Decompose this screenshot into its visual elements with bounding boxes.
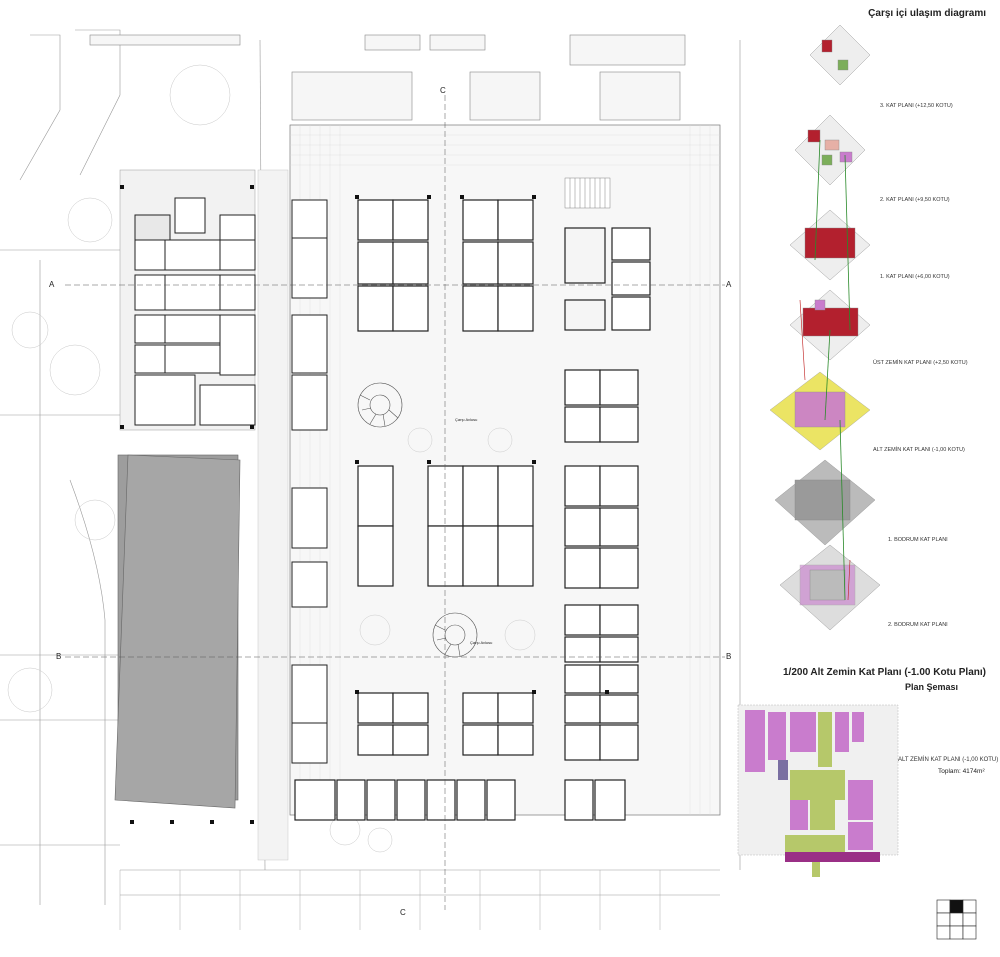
schema-caption: ALT ZEMİN KAT PLANI (-1,00 KOTU) bbox=[898, 757, 999, 763]
circulation-arrows bbox=[814, 139, 851, 601]
circulation-diagram-title: Çarşı içi ulaşım diagramı bbox=[868, 8, 986, 19]
section-marker-c-top: C bbox=[440, 86, 446, 95]
key-map bbox=[936, 899, 977, 940]
section-marker-c-bottom: C bbox=[400, 908, 406, 917]
schema-total: Toplam: 4174m² bbox=[938, 768, 985, 775]
floor-label-3: 3. KAT PLANI (+12,50 KOTU) bbox=[880, 103, 953, 109]
parking-block-tilt bbox=[114, 454, 241, 809]
spiral-stair-north bbox=[357, 382, 403, 428]
west-shop-column bbox=[291, 199, 328, 764]
section-marker-b-right: B bbox=[726, 652, 732, 661]
circulation-arrows-red bbox=[799, 299, 851, 601]
structural-columns bbox=[120, 185, 609, 824]
floor-label-2: 2. KAT PLANI (+9,50 KOTU) bbox=[880, 197, 950, 203]
courtyard-trees bbox=[359, 427, 536, 651]
floor-label-upper-ground: ÜST ZEMİN KAT PLANI (+2,50 KOTU) bbox=[873, 360, 968, 366]
nw-shop-block bbox=[119, 169, 256, 431]
floor-label-lower-ground: ALT ZEMİN KAT PLANI (-1,00 KOTU) bbox=[873, 447, 965, 453]
neighbor-buildings bbox=[89, 34, 686, 121]
stair-east bbox=[564, 177, 611, 209]
courtyard-label-north: Çarşı Avlusu bbox=[455, 417, 478, 422]
section-marker-a-left: A bbox=[49, 280, 55, 289]
central-north-cluster bbox=[357, 199, 651, 332]
circulation-strip bbox=[257, 169, 289, 861]
dimension-ticks bbox=[119, 870, 661, 930]
central-middle-cluster bbox=[357, 369, 639, 589]
floor-label-basement-1: 1. BODRUM KAT PLANI bbox=[888, 537, 948, 543]
section-lines bbox=[65, 95, 725, 910]
plan-title: 1/200 Alt Zemin Kat Planı (-1.00 Kotu Pl… bbox=[782, 667, 986, 678]
south-cluster bbox=[294, 604, 639, 821]
plan-schema bbox=[737, 704, 899, 877]
floor-label-1: 1. KAT PLANI (+6,00 KOTU) bbox=[880, 274, 950, 280]
floor-label-basement-2: 2. BODRUM KAT PLANI bbox=[888, 622, 948, 628]
section-marker-a-right: A bbox=[726, 280, 732, 289]
floor-diagrams bbox=[769, 24, 881, 631]
courtyard-label-south: Çarşı Avlusu bbox=[470, 640, 493, 645]
section-marker-b-left: B bbox=[56, 652, 62, 661]
plan-schema-title: Plan Şeması bbox=[904, 682, 958, 692]
